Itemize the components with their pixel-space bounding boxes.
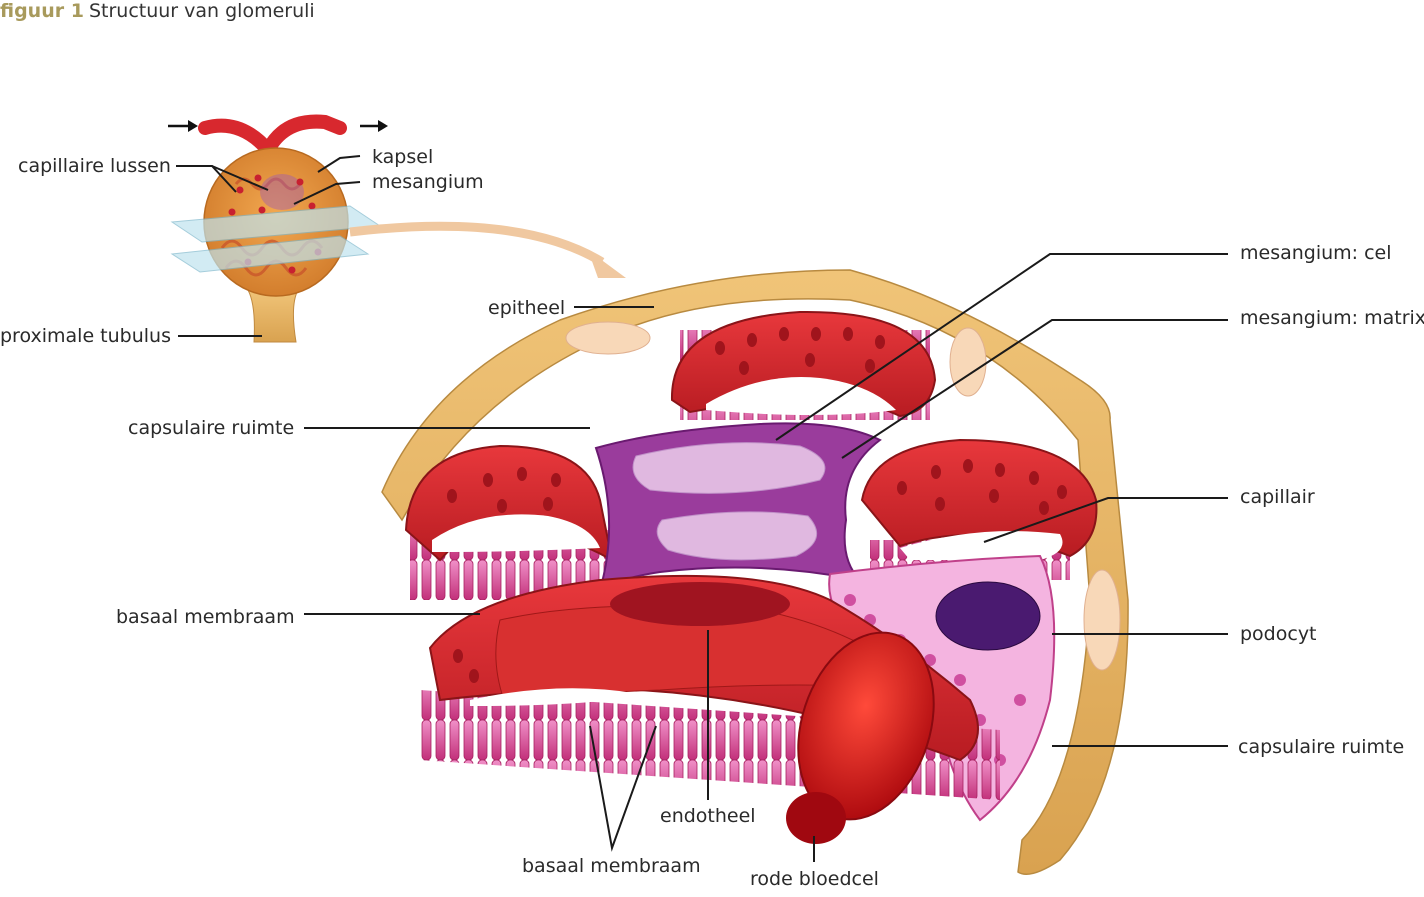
endothelial-nucleus [610, 582, 790, 626]
epithelial-nucleus [949, 327, 987, 397]
capillary-top-shape [670, 310, 937, 420]
label-capillary: capillair [1240, 486, 1315, 508]
label-red-blood-cell: rode bloedcel [750, 868, 879, 890]
labels: capillaire lussen kapsel mesangium proxi… [0, 146, 1424, 890]
red-blood-cell-shape [786, 631, 935, 844]
leader-capillary-loops-2 [211, 165, 269, 191]
label-proximal-tubule: proximale tubulus [0, 325, 171, 347]
label-endothelium: endotheel [660, 805, 756, 827]
epithelial-nucleus [1083, 569, 1121, 671]
leader-capillary [983, 497, 1228, 543]
small-glomerulus [168, 114, 626, 343]
leader-basement-membrane-bottom [589, 725, 657, 852]
leader-capsule [317, 155, 361, 173]
mesangium-shape [594, 422, 882, 593]
label-capillary-loops: capillaire lussen [18, 155, 171, 177]
label-capsule: kapsel [372, 146, 433, 168]
flow-arrow-in-icon [168, 120, 198, 132]
label-capsular-space-right: capsulaire ruimte [1238, 736, 1404, 758]
leader-mesangium-matrix [841, 319, 1228, 459]
capillary-left-shape [404, 444, 614, 600]
leader-lines [176, 155, 1228, 862]
label-podocyte: podocyt [1240, 623, 1317, 645]
flow-arrow-out-icon [360, 120, 388, 132]
label-basement-membrane-bottom: basaal membraam [522, 855, 701, 877]
arteriole-shape [198, 114, 347, 163]
label-mesangium-small: mesangium [372, 171, 484, 193]
figure-number: figuur 1 [0, 0, 84, 22]
bowman-capsule-shape [381, 269, 1129, 875]
zoom-arrow-shape [349, 221, 605, 266]
leader-mesangium-cell [775, 253, 1228, 441]
epithelial-nucleus [565, 321, 651, 355]
podocyte-nucleus [935, 581, 1041, 651]
label-capsular-space-left: capsulaire ruimte [128, 417, 294, 439]
zoom-arrow-head [588, 250, 626, 278]
cross-section-illustration [381, 269, 1129, 875]
capillary-right-shape [860, 438, 1098, 580]
label-mesangium-matrix: mesangium: matrix [1240, 307, 1424, 329]
label-mesangium-cell: mesangium: cel [1240, 242, 1392, 264]
figure-title: Structuur van glomeruli [88, 0, 315, 22]
tubule-stem-shape [247, 289, 299, 343]
section-plane-lower [170, 235, 370, 273]
label-basement-membrane-left: basaal membraam [116, 606, 295, 628]
label-epithelium: epitheel [488, 297, 565, 319]
leader-mesangium-small [293, 181, 361, 205]
